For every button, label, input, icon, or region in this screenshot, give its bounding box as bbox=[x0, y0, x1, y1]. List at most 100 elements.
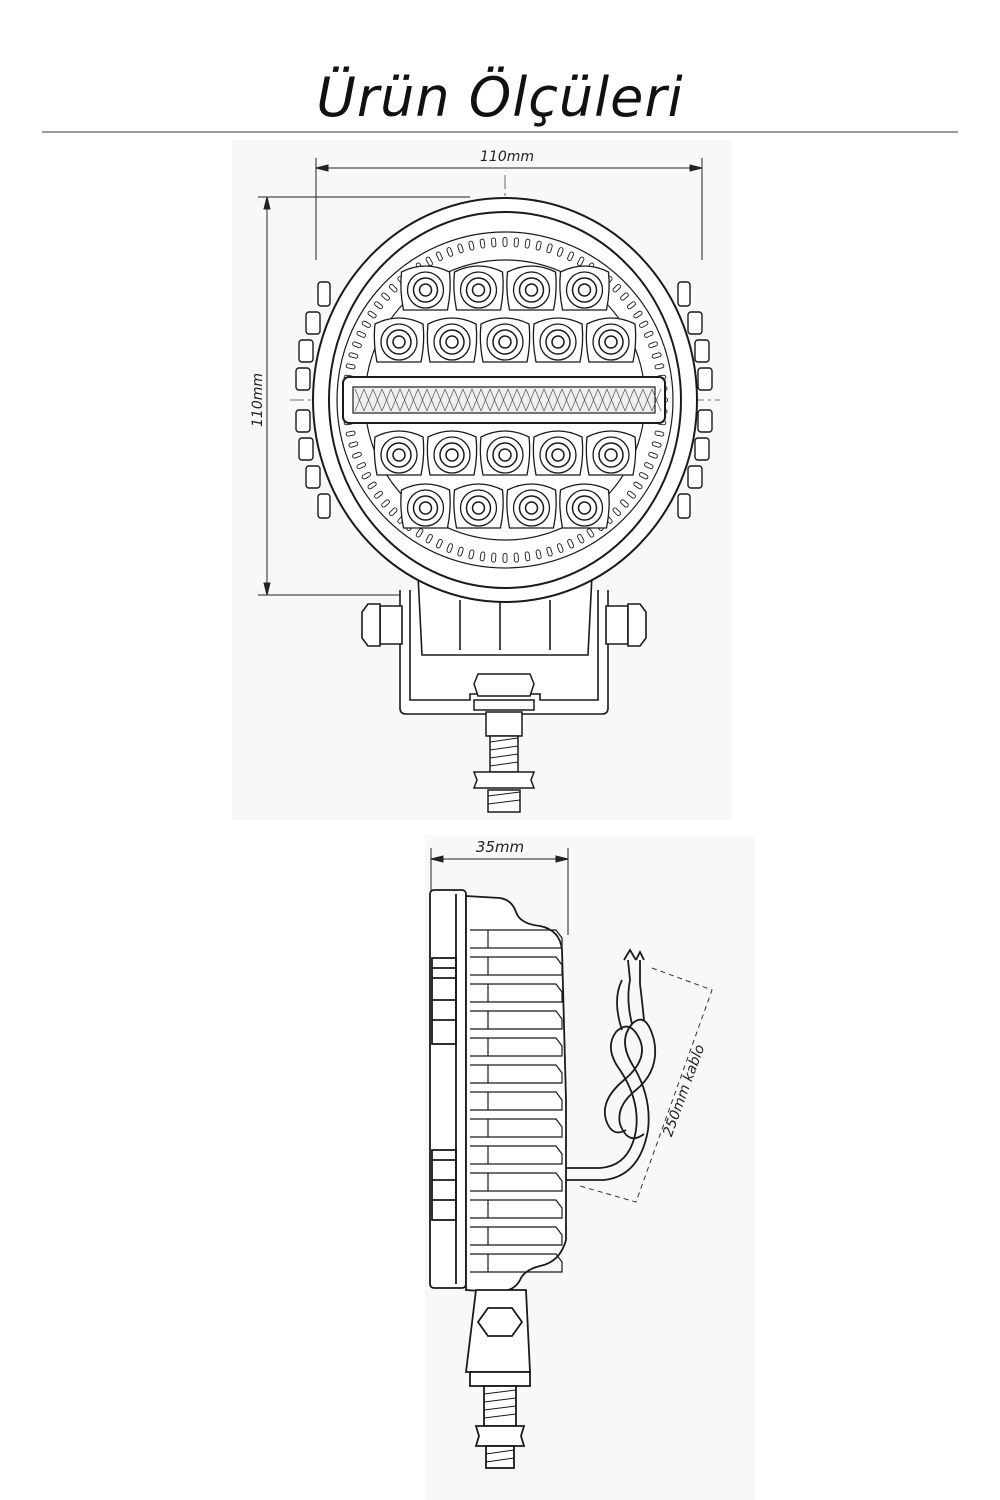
width-dimension bbox=[315, 158, 703, 260]
led-module bbox=[400, 483, 451, 529]
side-heatsink bbox=[465, 895, 567, 1293]
ring-bead bbox=[425, 256, 433, 266]
ring-bead bbox=[389, 284, 398, 293]
ring-bead bbox=[546, 243, 553, 254]
ring-bead bbox=[577, 534, 585, 544]
led-module bbox=[506, 265, 557, 311]
ring-bead bbox=[654, 430, 665, 437]
led-module bbox=[426, 430, 478, 476]
led-module bbox=[585, 430, 637, 476]
ring-bead bbox=[374, 490, 383, 499]
ring-bead bbox=[479, 238, 486, 249]
ring-bead bbox=[435, 251, 443, 262]
depth-dimension-label: 35mm bbox=[476, 838, 524, 856]
ring-bead bbox=[367, 481, 377, 490]
side-cable bbox=[566, 948, 657, 1181]
drl-bar bbox=[352, 386, 656, 414]
ring-bead bbox=[457, 243, 464, 254]
ring-bead bbox=[535, 240, 542, 251]
ring-bead bbox=[468, 240, 475, 251]
ring-bead bbox=[352, 451, 362, 459]
led-module bbox=[585, 317, 637, 363]
ring-bead bbox=[381, 292, 390, 301]
ring-bead bbox=[479, 551, 486, 562]
ring-bead bbox=[446, 247, 454, 257]
ring-bead bbox=[639, 320, 649, 328]
led-module bbox=[559, 483, 610, 529]
ring-bead bbox=[627, 301, 636, 310]
front-view-drawing: 110mm 110mm bbox=[250, 149, 720, 813]
ring-bead bbox=[586, 528, 595, 538]
ring-bead bbox=[374, 301, 383, 310]
ring-bead bbox=[446, 543, 454, 553]
ring-bead bbox=[556, 247, 564, 257]
ring-bead bbox=[367, 310, 377, 319]
ring-bead bbox=[556, 543, 564, 553]
ring-bead bbox=[648, 341, 658, 349]
ring-bead bbox=[502, 237, 508, 247]
side-bolt-threads bbox=[483, 1389, 517, 1463]
ring-bead bbox=[577, 256, 585, 266]
ring-bead bbox=[345, 430, 356, 437]
led-module bbox=[479, 317, 531, 363]
ring-bead bbox=[546, 546, 553, 557]
ring-bead bbox=[425, 534, 433, 544]
ring-bead bbox=[348, 352, 359, 359]
ring-bead bbox=[620, 292, 629, 301]
ring-bead bbox=[567, 251, 575, 262]
led-module bbox=[479, 430, 531, 476]
ring-bead bbox=[415, 528, 424, 538]
ring-bead bbox=[627, 490, 636, 499]
ring-bead bbox=[612, 284, 621, 293]
led-module bbox=[559, 265, 610, 311]
lens-ring-inner bbox=[336, 231, 674, 569]
side-lens-face bbox=[429, 889, 467, 1289]
ring-bead bbox=[612, 507, 621, 516]
page-title: Ürün Ölçüleri bbox=[316, 66, 684, 129]
ring-bead bbox=[491, 552, 497, 563]
ring-bead bbox=[352, 341, 362, 349]
led-modules bbox=[373, 265, 637, 529]
ring-bead bbox=[513, 237, 519, 248]
ring-bead bbox=[356, 462, 367, 470]
height-dimension bbox=[258, 196, 470, 596]
led-module bbox=[373, 317, 425, 363]
ring-bead bbox=[639, 472, 649, 480]
ring-bead bbox=[513, 552, 519, 563]
side-fins bbox=[470, 929, 563, 1273]
front-bolt bbox=[472, 673, 536, 813]
ring-bead bbox=[356, 330, 367, 338]
drl-bar-hatch bbox=[354, 388, 662, 412]
ring-bead bbox=[524, 238, 531, 249]
ring-bead bbox=[381, 499, 390, 508]
depth-dimension bbox=[430, 848, 569, 935]
housing-fins bbox=[295, 281, 713, 519]
ring-bead bbox=[389, 507, 398, 516]
ring-bead bbox=[633, 310, 643, 319]
led-module bbox=[400, 265, 451, 311]
ring-bead bbox=[654, 363, 665, 370]
ring-bead bbox=[620, 499, 629, 508]
title-divider bbox=[42, 131, 958, 133]
ring-bead bbox=[651, 441, 662, 448]
ring-bead bbox=[457, 546, 464, 557]
led-module bbox=[453, 483, 504, 529]
ring-bead bbox=[361, 472, 371, 480]
ring-bead bbox=[345, 363, 356, 370]
ring-bead bbox=[535, 549, 542, 560]
side-mount bbox=[464, 1289, 531, 1469]
ring-bead bbox=[468, 549, 475, 560]
led-module bbox=[532, 317, 584, 363]
cable-dimension bbox=[579, 967, 713, 1203]
ring-bead bbox=[633, 481, 643, 490]
height-dimension-label: 110mm bbox=[250, 373, 266, 427]
ring-bead bbox=[648, 451, 658, 459]
ring-bead bbox=[524, 551, 531, 562]
ring-bead bbox=[348, 441, 359, 448]
led-module bbox=[506, 483, 557, 529]
ring-bead bbox=[643, 330, 654, 338]
ring-bead bbox=[435, 538, 443, 549]
ring-bead bbox=[491, 237, 497, 248]
ring-bead bbox=[361, 320, 371, 328]
